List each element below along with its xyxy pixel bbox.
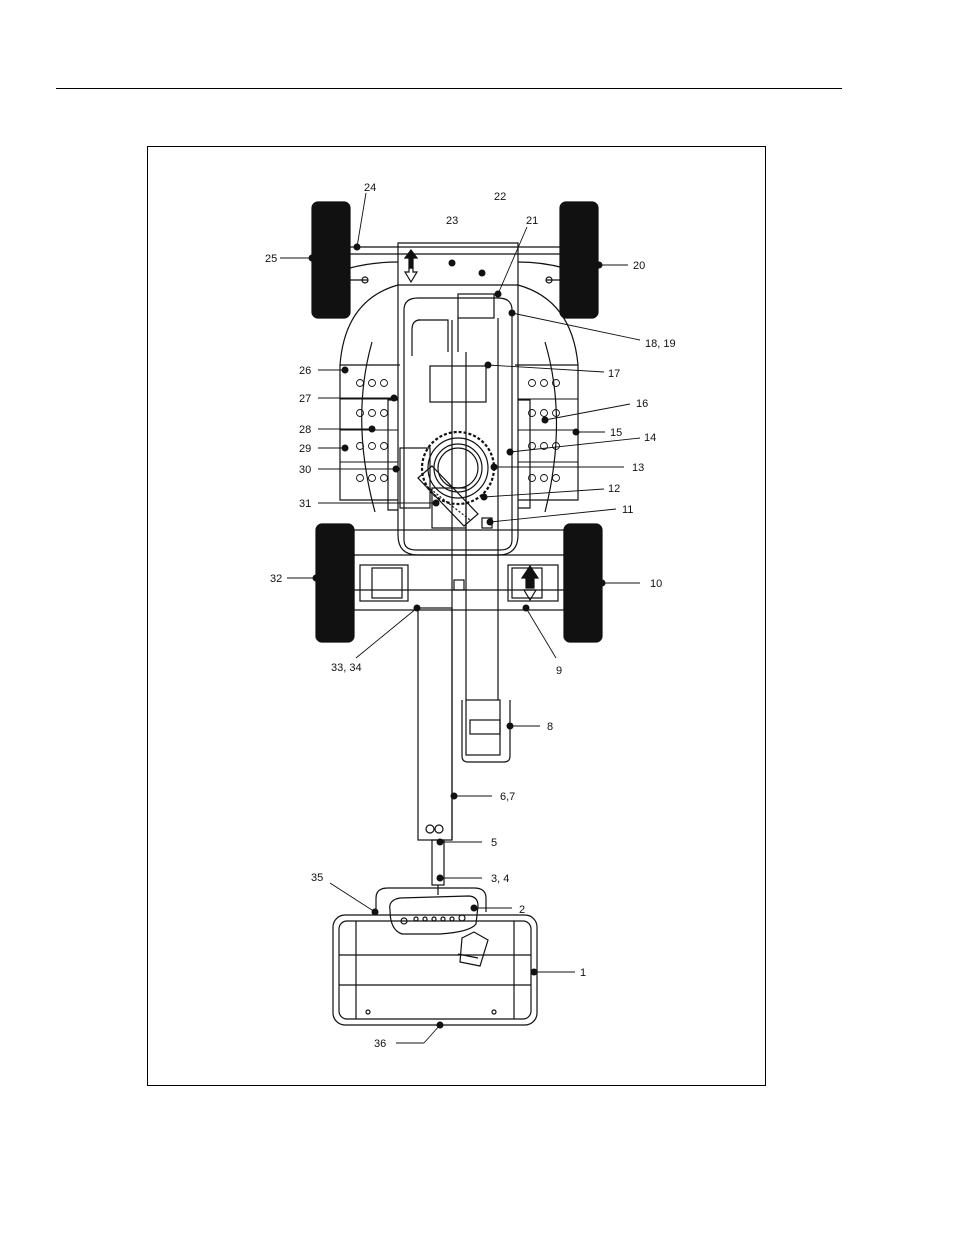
boom (417, 320, 511, 895)
figure-frame (147, 146, 766, 1086)
callout-29: 29 (299, 443, 311, 455)
callout-24: 24 (364, 182, 376, 194)
callout-9: 9 (556, 665, 562, 677)
callout-31: 31 (299, 498, 311, 510)
rear-left-tire (315, 523, 355, 643)
callout-30: 30 (299, 464, 311, 476)
leader-lines (280, 192, 641, 1044)
callout-23: 23 (446, 215, 458, 227)
callout-3-4: 3, 4 (491, 873, 509, 885)
callout-36: 36 (374, 1038, 386, 1050)
callout-12: 12 (608, 483, 620, 495)
callout-35: 35 (311, 872, 323, 884)
callout-16: 16 (636, 398, 648, 410)
callout-10: 10 (650, 578, 662, 590)
callout-8: 8 (547, 721, 553, 733)
front-left-tire (311, 201, 351, 319)
callout-20: 20 (633, 260, 645, 272)
rear-axle (353, 529, 565, 611)
right-panel-holes (518, 379, 578, 482)
callout-18-19: 18, 19 (645, 338, 676, 350)
callout-14: 14 (644, 432, 656, 444)
callout-26: 26 (299, 365, 311, 377)
callout-6-7: 6,7 (500, 791, 515, 803)
callout-13: 13 (632, 462, 644, 474)
turntable-drive-motor (417, 465, 493, 529)
callout-27: 27 (299, 393, 311, 405)
callout-labels: 24 22 23 21 25 20 18, 19 26 17 27 16 28 … (265, 182, 676, 1050)
front-direction-arrow (403, 249, 419, 284)
callout-11: 11 (622, 504, 633, 516)
callout-21: 21 (526, 215, 538, 227)
chassis-body (339, 242, 579, 556)
header-rule (56, 88, 842, 89)
callout-22: 22 (494, 191, 506, 203)
platform (332, 887, 538, 1026)
rear-right-tire (563, 523, 603, 643)
front-axle (349, 246, 565, 284)
callout-28: 28 (299, 424, 311, 436)
callout-32: 32 (270, 573, 282, 585)
front-right-tire (559, 201, 599, 319)
callout-25: 25 (265, 253, 277, 265)
callout-1: 1 (580, 967, 586, 979)
left-panel-holes (340, 379, 398, 482)
callout-17: 17 (608, 368, 620, 380)
callout-dots (308, 243, 606, 1029)
callout-15: 15 (610, 427, 622, 439)
callout-5: 5 (491, 837, 497, 849)
callout-2: 2 (519, 904, 525, 916)
callout-33-34: 33, 34 (331, 662, 362, 674)
